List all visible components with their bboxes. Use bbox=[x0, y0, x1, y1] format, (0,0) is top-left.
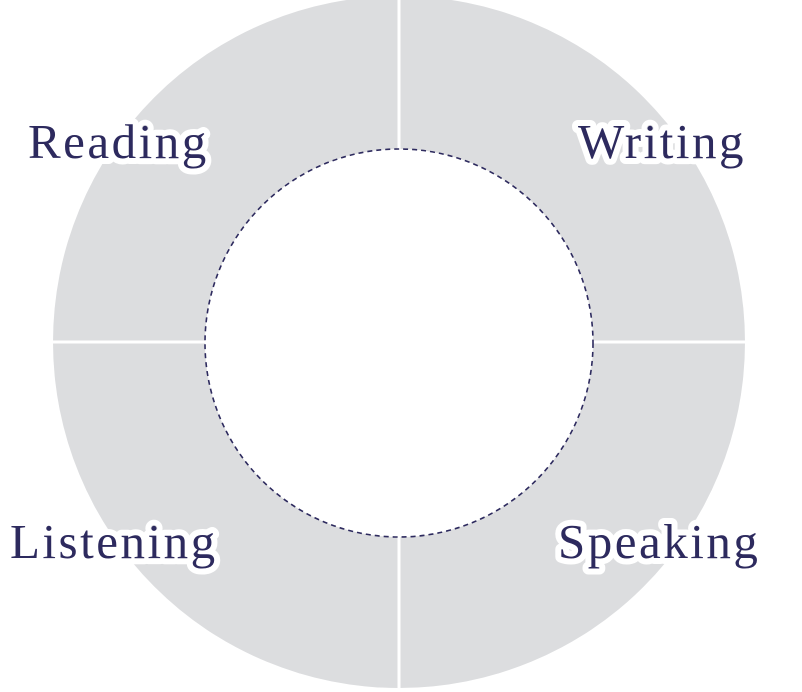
segment-label-speaking: Speaking bbox=[558, 514, 760, 569]
segment-label-reading: Reading bbox=[28, 114, 209, 169]
segment-label-listening: Listening bbox=[10, 514, 218, 569]
segment-label-writing: Writing bbox=[578, 114, 746, 169]
inner-dashed-circle bbox=[204, 148, 594, 538]
